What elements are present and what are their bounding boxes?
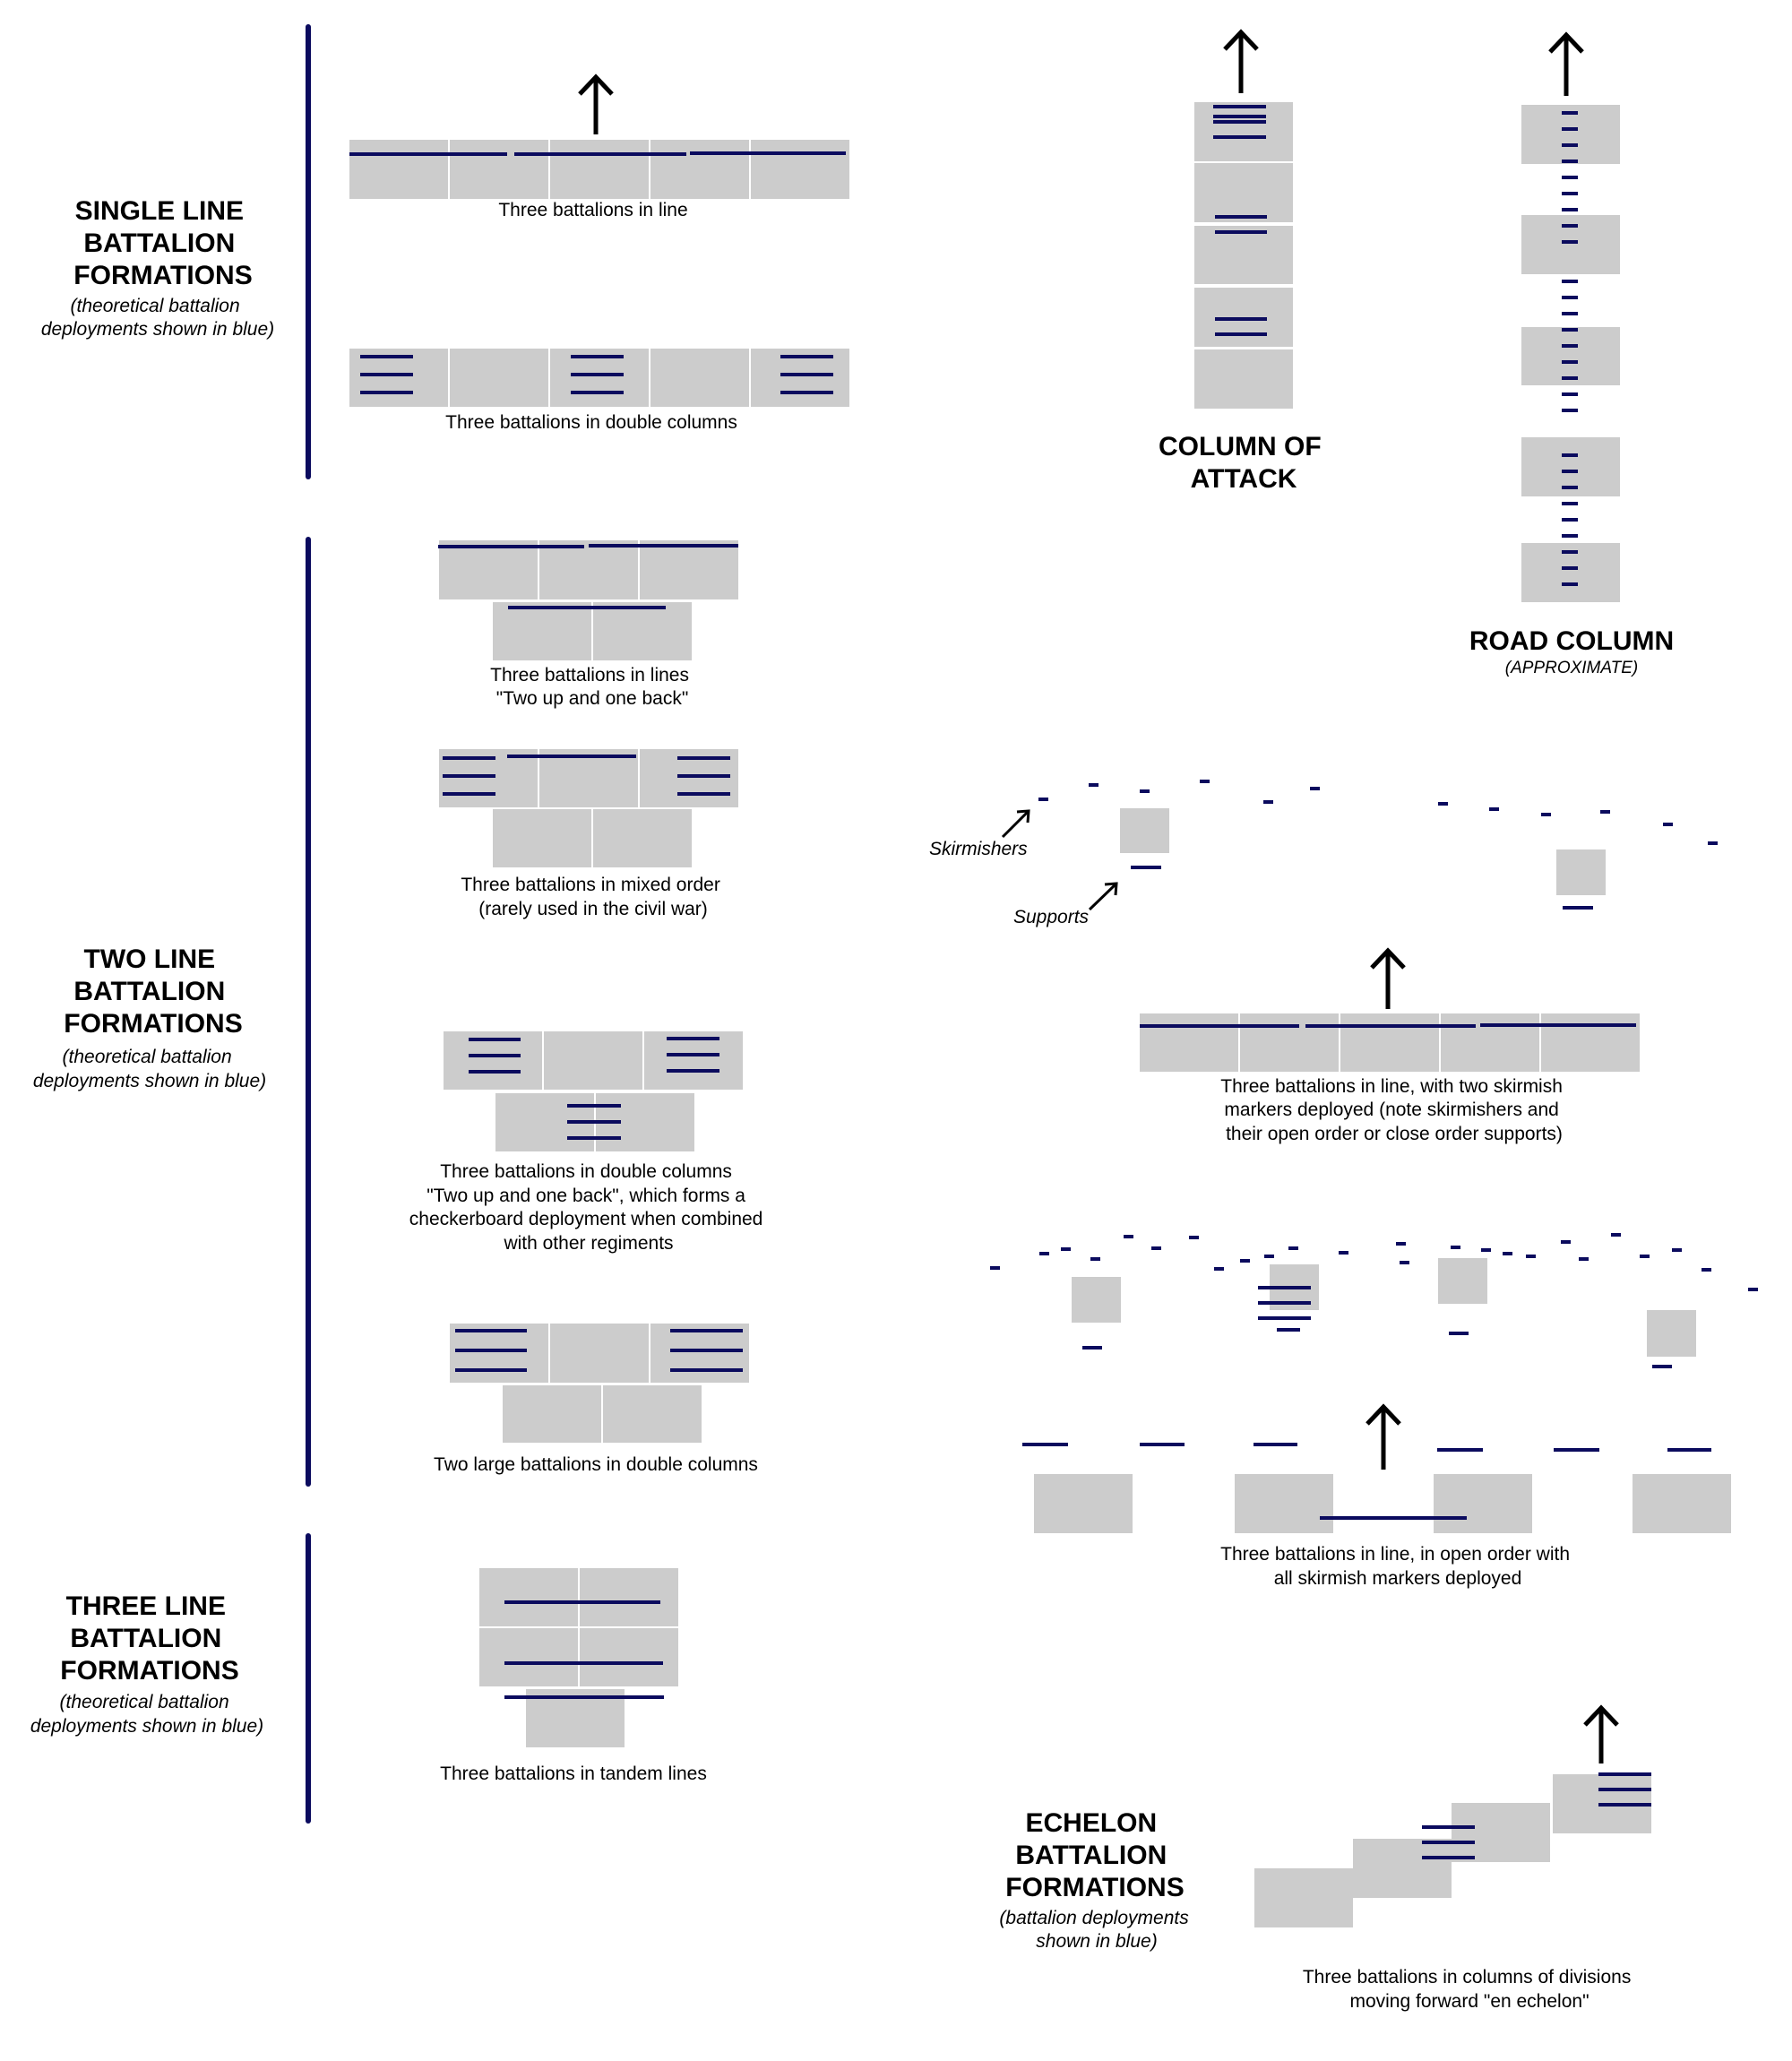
caption-three-in-line: Three battalions in line [498,200,687,220]
heading-three-line: THREE LINE BATTALION FORMATIONS [60,1591,238,1686]
battalion-block [1438,1258,1487,1304]
battalion-block [1235,1474,1333,1533]
subtitle-two-line: (theoretical battalion deployments shown… [33,1047,266,1091]
battalion-block [593,602,692,660]
battalion-block [550,140,649,199]
battalion-block [349,140,448,199]
heading-road-column: ROAD COLUMN [1469,626,1674,656]
battalion-block [1434,1474,1532,1533]
arrow-up-icon [1370,947,1406,970]
heading-echelon: ECHELON BATTALION FORMATIONS [1005,1808,1184,1902]
battalion-block [1254,1868,1353,1927]
arrow-up-icon [1583,1704,1619,1727]
battalion-block [450,140,548,199]
direction-arrows [578,29,1619,1763]
battalion-block [550,1324,649,1383]
battalion-block [439,540,538,599]
battalion-block [479,1568,578,1626]
caption-tandem: Three battalions in tandem lines [440,1763,707,1784]
battalion-block [1120,808,1169,853]
battalion-block [493,602,591,660]
arrow-up-icon [578,73,614,96]
subtitle-echelon: (battalion deployments shown in blue) [999,1908,1193,1952]
label-supports: Supports [1013,907,1090,927]
battalion-block [539,749,638,807]
battalion-block [751,140,849,199]
caption-two-large: Two large battalions in double columns [434,1454,758,1475]
battalion-block [1194,163,1293,222]
caption-echelon: Three battalions in columns of divisions… [1303,1967,1636,2012]
battalion-block [650,349,749,407]
battalion-block [1240,1013,1339,1072]
subtitle-single-line: (theoretical battalion deployments shown… [41,296,274,340]
battalion-block [640,540,738,599]
battalion-block [1194,349,1293,409]
battalion-block [1353,1839,1452,1898]
battalion-block [1194,102,1293,161]
battalion-block [650,1324,749,1383]
battalion-block [1340,1013,1439,1072]
battalion-block [1556,849,1606,895]
heading-two-line: TWO LINE BATTALION FORMATIONS [64,944,242,1039]
arrow-up-icon [1366,1403,1401,1426]
subtitle-road-column: (APPROXIMATE) [1505,659,1639,677]
arrow-up-icon [1223,29,1259,51]
battalion-block [650,140,749,199]
battalion-block [1140,1013,1238,1072]
caption-skirmish: Three battalions in line, with two skirm… [1220,1076,1568,1144]
caption-open-order: Three battalions in line, in open order … [1220,1544,1575,1589]
caption-checkerboard: Three battalions in double columns "Two … [409,1161,768,1254]
arrow-up-icon [1548,31,1584,54]
battalion-block [539,540,638,599]
battalion-block [493,809,591,867]
subtitle-three-line: (theoretical battalion deployments shown… [30,1692,263,1737]
battalion-block [1034,1474,1133,1533]
battalion-block [450,349,548,407]
battalion-block [1633,1474,1731,1533]
pointer-arrow-icon [1104,882,1118,896]
battalion-block [1072,1277,1121,1323]
battalion-block [1647,1310,1696,1357]
battalion-blocks [349,102,1731,1927]
battalion-block [479,1628,578,1686]
label-skirmishers: Skirmishers [929,839,1028,859]
battalion-block [1521,215,1620,274]
heading-column-of-attack: COLUMN OF ATTACK [1159,432,1329,494]
pointer-arrow-icon [1088,882,1118,911]
heading-single-line: SINGLE LINE BATTALION FORMATIONS [73,196,252,290]
battalion-block [1441,1013,1539,1072]
battalion-block [1452,1803,1550,1862]
battalion-block [1194,226,1293,284]
caption-double-columns: Three battalions in double columns [445,412,737,433]
caption-mixed-order: Three battalions in mixed order (rarely … [461,875,725,919]
battalion-block [1541,1013,1640,1072]
battalion-block [593,809,692,867]
battalion-block [580,1628,678,1686]
battalion-block [644,1031,743,1090]
pointer-arrow-icon [1016,809,1030,824]
battalion-block [503,1385,601,1443]
skirmish-markers [990,780,1758,1368]
caption-two-up-one-back: Three battalions in lines "Two up and on… [490,665,694,709]
pointer-arrow-icon [1001,809,1030,839]
battalion-block [450,1324,548,1383]
battalion-block [1521,327,1620,385]
battalion-block [603,1385,702,1443]
battalion-deployments [349,105,1711,1859]
battalion-block [544,1031,642,1090]
battalion-block [580,1568,678,1626]
